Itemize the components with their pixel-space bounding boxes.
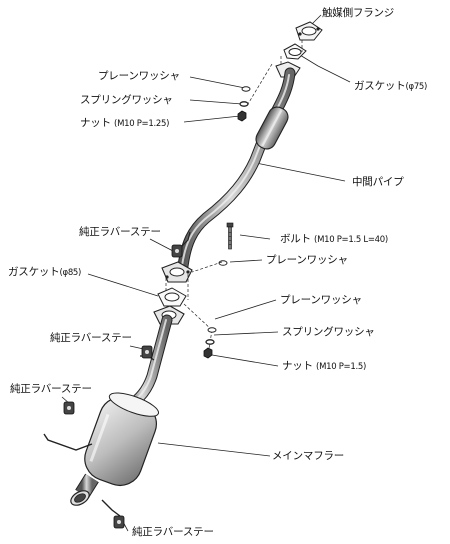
label-rubber-stay-2: 純正ラバーステー	[50, 332, 132, 344]
bolt	[226, 222, 234, 250]
gasket-75	[283, 43, 307, 60]
gasket-85	[157, 287, 187, 307]
catalyst-flange	[295, 21, 323, 41]
center-pipe	[161, 61, 301, 283]
label-bolt: ボルト (M10 P=1.5 L=40)	[280, 233, 388, 245]
rubber-stay-1	[171, 244, 183, 258]
label-plain-washer-top: プレーンワッシャ	[98, 70, 180, 82]
label-center-pipe: 中間パイプ	[352, 176, 404, 188]
rubber-stay-3	[63, 401, 75, 415]
label-nut-top: ナット (M10 P=1.25)	[80, 117, 170, 129]
label-rubber-stay-3: 純正ラバーステー	[10, 383, 92, 395]
rubber-stay-2	[141, 345, 153, 359]
plain-washer-mid	[218, 260, 228, 266]
leader-lines	[61, 14, 351, 532]
label-rubber-stay-1: 純正ラバーステー	[79, 226, 161, 238]
muffler-assembly	[43, 305, 185, 517]
top-fasteners	[237, 86, 251, 122]
rubber-stay-4	[113, 515, 125, 529]
label-main-muffler: メインマフラー	[272, 450, 345, 462]
label-spring-washer-low: スプリングワッシャ	[282, 326, 375, 338]
label-catalyst-flange: 触媒側フランジ	[322, 7, 395, 19]
label-plain-washer-low: プレーンワッシャ	[280, 294, 362, 306]
low-fasteners	[203, 327, 217, 359]
label-gasket-75: ガスケット(φ75)	[354, 80, 428, 92]
label-plain-washer-mid: プレーンワッシャ	[266, 254, 348, 266]
label-spring-washer-top: スプリングワッシャ	[80, 94, 173, 106]
label-nut-low: ナット (M10 P=1.5)	[282, 360, 366, 372]
label-rubber-stay-4: 純正ラバーステー	[132, 526, 214, 538]
label-gasket-85: ガスケット(φ85)	[8, 266, 82, 278]
